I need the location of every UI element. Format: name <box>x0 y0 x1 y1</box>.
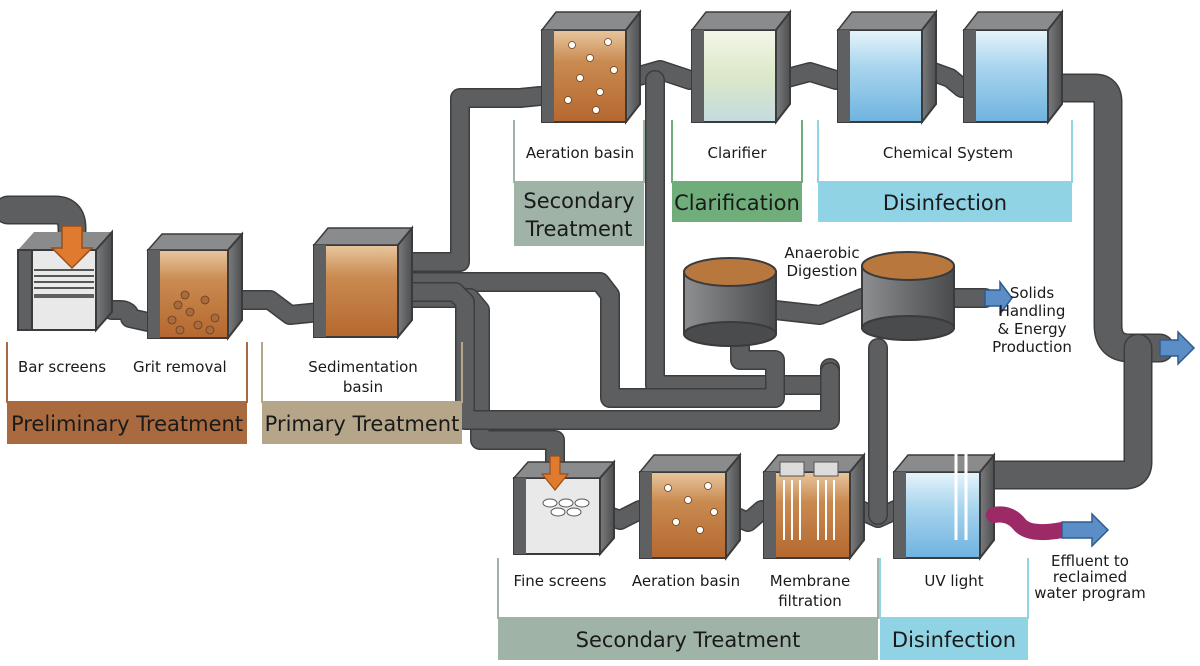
solids-output-arrow-icon <box>984 279 1013 317</box>
screen-bars-icon <box>34 269 94 289</box>
label-anaerobic-1: Anaerobic <box>784 244 859 262</box>
label-uv-light: UV light <box>924 572 983 590</box>
anaerobic-digester-2 <box>861 251 955 341</box>
label-bar-screens: Bar screens <box>18 358 106 376</box>
final-output-arrow-icon <box>1159 330 1196 366</box>
label-solids-3: & Energy <box>998 320 1067 338</box>
label-membrane-1: Membrane <box>770 572 850 590</box>
label-anaerobic-2: Digestion <box>786 262 857 280</box>
anaerobic-digester-1 <box>683 257 777 347</box>
uv-light-tank <box>892 452 996 561</box>
membrane-modules-icon <box>779 461 839 477</box>
label-membrane-2: filtration <box>778 592 842 610</box>
label-solids-1: Solids <box>1010 284 1055 302</box>
aeration-basin-top-tank <box>540 9 642 125</box>
label-effluent-3: water program <box>1034 584 1146 602</box>
bar-screens-tank <box>17 229 113 333</box>
sedimentation-basin-tank <box>312 225 414 340</box>
uv-lamps-icon <box>954 454 968 540</box>
category-secondary-top-2: Treatment <box>525 217 633 241</box>
category-secondary-top-1: Secondary <box>523 189 634 213</box>
inlet-arrow-icon <box>50 225 94 270</box>
effluent-pipe <box>986 506 1070 541</box>
effluent-output-arrow-icon <box>1061 512 1110 548</box>
label-aeration-bottom: Aeration basin <box>632 572 740 590</box>
label-sedimentation-2: basin <box>343 378 383 396</box>
bracket-disinfection-top <box>817 120 1073 222</box>
label-chemical-system: Chemical System <box>883 144 1013 162</box>
bracket-secondary-bottom <box>497 558 879 660</box>
label-solids-4: Production <box>992 338 1072 356</box>
label-solids-2: Handling <box>999 302 1066 320</box>
bracket-clarification <box>671 120 803 222</box>
label-grit-removal: Grit removal <box>133 358 227 376</box>
grit-removal-tank <box>146 231 244 341</box>
chemical-system-tank-2 <box>962 9 1064 125</box>
category-disinfection-bottom: Disinfection <box>892 628 1016 652</box>
category-disinfection-top: Disinfection <box>883 191 1007 215</box>
bracket-primary <box>261 342 463 444</box>
label-aeration-top: Aeration basin <box>526 144 634 162</box>
bracket-disinfection-bottom <box>879 558 1029 660</box>
fine-screens-tank <box>512 459 616 557</box>
fine-screens-inlet-arrow-icon <box>540 455 570 491</box>
bracket-secondary-top <box>513 120 645 246</box>
label-fine-screens: Fine screens <box>514 572 607 590</box>
label-clarifier: Clarifier <box>707 144 767 162</box>
category-clarification: Clarification <box>674 191 800 215</box>
category-secondary-bottom: Secondary Treatment <box>576 628 801 652</box>
bracket-preliminary <box>6 342 248 444</box>
label-effluent-1: Effluent to <box>1051 552 1129 570</box>
aeration-basin-bottom-tank <box>638 452 742 561</box>
category-primary: Primary Treatment <box>265 412 460 436</box>
label-effluent-2: reclaimed <box>1053 568 1127 586</box>
label-sedimentation-1: Sedimentation <box>308 358 418 376</box>
chemical-system-tank-1 <box>836 9 938 125</box>
clarifier-tank <box>690 9 792 125</box>
membrane-filtration-tank <box>762 452 866 561</box>
category-preliminary: Preliminary Treatment <box>11 412 243 436</box>
